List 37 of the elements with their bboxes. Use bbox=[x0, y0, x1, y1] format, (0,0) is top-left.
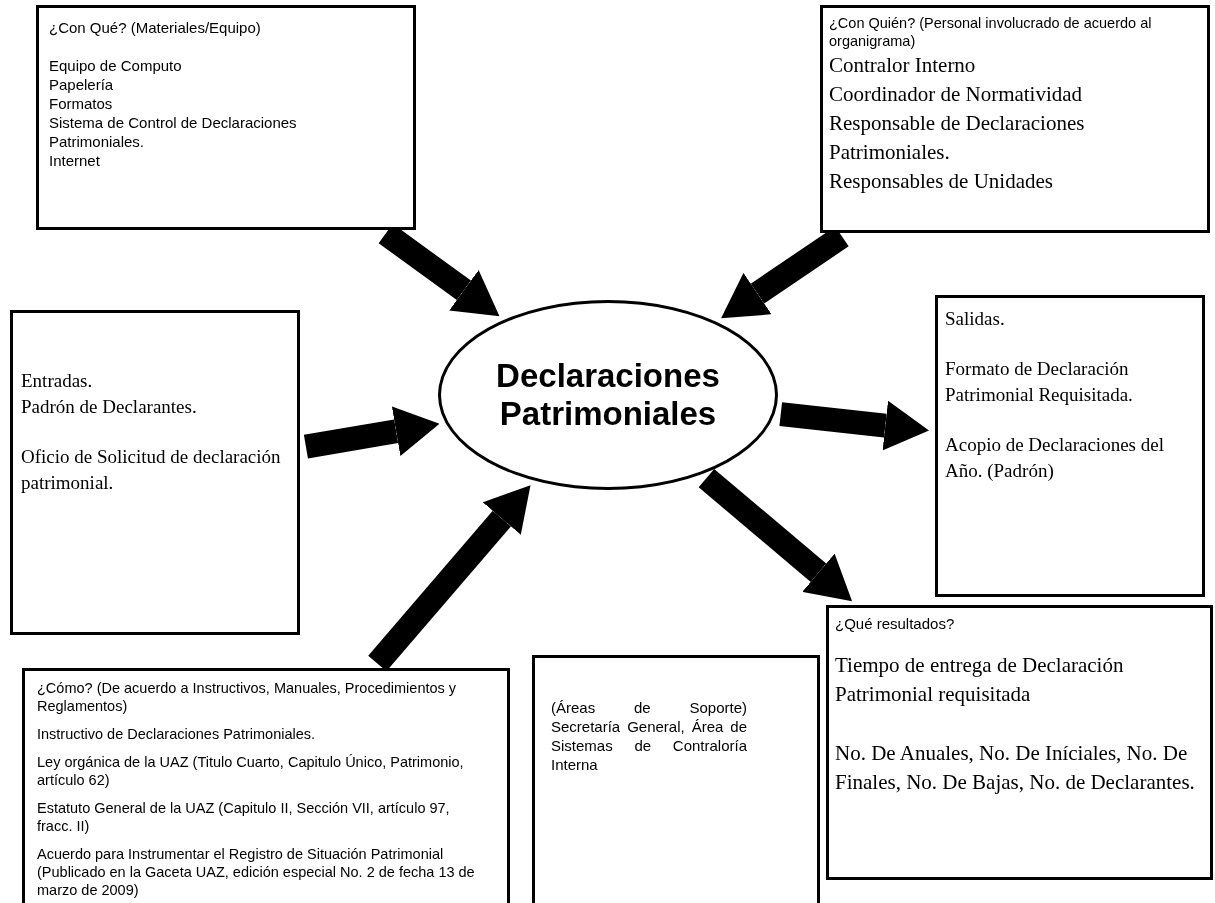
box-text: (Áreas de Soporte) Secretaría General, Área de Sistemas de Contraloría Interna bbox=[551, 698, 747, 774]
box-text: Responsable de Declaraciones Patrimoniales. bbox=[829, 110, 1086, 166]
box-heading: Entradas. bbox=[21, 369, 94, 393]
box-text: Coordinador de Normatividad bbox=[829, 81, 1084, 108]
box-text: No. De Anuales, No. De Iníciales, No. De Finales, No. De Bajas, No. de Declarantes. bbox=[835, 740, 1196, 796]
box-text: Acopio de Declaraciones del Año. (Padrón) bbox=[945, 433, 1165, 483]
box-text: Instructivo de Declaraciones Patrimoniales. bbox=[37, 725, 317, 743]
box-text: Oficio de Solicitud de declaración patrimonial. bbox=[21, 445, 282, 495]
info-box bbox=[935, 295, 1205, 597]
box-text: Acuerdo para Instrumentar el Registro de Situación Patrimonial (Publicado en la Gaceta UAZ, edición especial No. 2 de fecha 13 de marzo de 2009) bbox=[37, 845, 476, 899]
info-box bbox=[22, 668, 510, 903]
box-text: Estatuto General de la UAZ (Capitulo II, Sección VII, artículo 97, fracc. II) bbox=[37, 799, 451, 835]
box-text: Ley orgánica de la UAZ (Titulo Cuarto, Capitulo Único, Patrimonio, artículo 62) bbox=[37, 753, 465, 789]
box-text: Formatos bbox=[49, 94, 114, 113]
box-text: Declaraciones Patrimoniales bbox=[495, 357, 721, 433]
box-text: Tiempo de entrega de Declaración Patrimonial requisitada bbox=[835, 652, 1125, 708]
box-heading: ¿Cómo? (De acuerdo a Instructivos, Manuales, Procedimientos y Reglamentos) bbox=[37, 679, 458, 715]
box-text: Internet bbox=[49, 151, 101, 170]
info-box bbox=[820, 5, 1210, 233]
box-heading: ¿Con Qué? (Materiales/Equipo) bbox=[49, 18, 262, 37]
box-text: Papelería bbox=[49, 75, 115, 94]
box-heading: ¿Qué resultados? bbox=[835, 614, 956, 633]
box-text: Formato de Declaración Patrimonial Requisitada. bbox=[945, 357, 1134, 407]
box-text: Padrón de Declarantes. bbox=[21, 395, 198, 419]
block-arrow bbox=[779, 400, 930, 451]
box-heading: Salidas. bbox=[945, 307, 1006, 331]
block-arrow bbox=[698, 468, 853, 602]
info-box bbox=[826, 605, 1213, 880]
box-text: Sistema de Control de Declaraciones Patrimoniales. bbox=[49, 113, 298, 151]
info-box bbox=[36, 5, 416, 230]
box-text: Contralor Interno bbox=[829, 52, 977, 79]
info-box bbox=[532, 655, 820, 903]
box-heading: ¿Con Quién? (Personal involucrado de acuerdo al organigrama) bbox=[829, 14, 1153, 50]
box-text: Equipo de Computo bbox=[49, 56, 183, 75]
info-box bbox=[10, 310, 300, 635]
block-arrow bbox=[303, 406, 440, 459]
box-text: Responsables de Unidades bbox=[829, 168, 1054, 195]
